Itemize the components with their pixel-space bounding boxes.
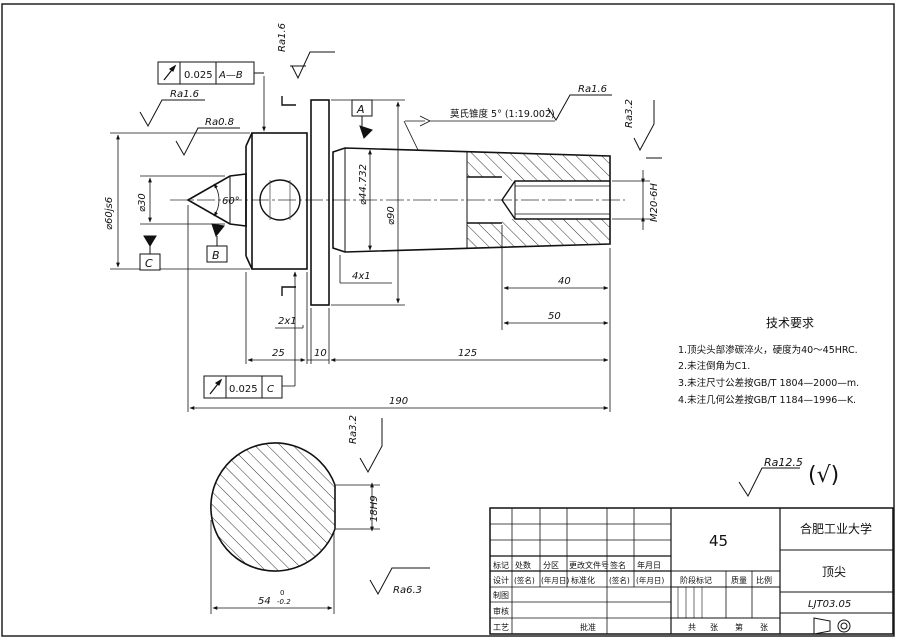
runout-top-value: 0.025 bbox=[184, 70, 213, 81]
datum-b-label: B bbox=[212, 249, 220, 262]
collar bbox=[310, 99, 330, 306]
dim-50: 50 bbox=[548, 311, 561, 322]
ra-left-label: Ra1.6 bbox=[170, 89, 199, 100]
section-hatch-top bbox=[467, 152, 610, 181]
dim-chamfer: 4x1 bbox=[352, 271, 371, 282]
tb-sheet-0: 共 bbox=[688, 623, 696, 632]
tb-row2-3: 标准化 bbox=[571, 575, 595, 585]
title-block bbox=[489, 507, 894, 635]
threaded-hole bbox=[467, 176, 610, 224]
tb-drawing-no: LJT03.05 bbox=[808, 599, 851, 610]
runout-bottom-value: 0.025 bbox=[229, 384, 258, 395]
dim-10: 10 bbox=[314, 348, 327, 359]
note-item-2: 2.未注倒角为C1. bbox=[678, 360, 750, 372]
ra-general-label: Ra12.5 bbox=[764, 456, 803, 469]
cross-hole bbox=[259, 179, 301, 221]
dim-18h9: 18H9 bbox=[369, 495, 380, 522]
taper-note: 莫氏锥度 5° (1:19.002) bbox=[450, 108, 555, 120]
ra-right-label: Ra3.2 bbox=[624, 99, 635, 128]
ra-general-paren: (√) bbox=[808, 463, 839, 488]
dim-54: 54 bbox=[258, 596, 271, 607]
tb-row2-1: (签名) bbox=[514, 575, 535, 585]
section-view bbox=[210, 442, 336, 572]
tb-sheet-1: 张 bbox=[710, 623, 718, 632]
runout-top-datum: A—B bbox=[218, 70, 243, 81]
dim-25: 25 bbox=[272, 348, 285, 359]
note-item-3: 3.未注尺寸公差按GB/T 1804—2000—m. bbox=[678, 377, 859, 389]
tb-school: 合肥工业大学 bbox=[800, 521, 872, 536]
tb-label-0: 标记 bbox=[493, 560, 509, 570]
tb-row2-2: (年月日) bbox=[541, 575, 569, 585]
tb-mass-label: 质量 bbox=[731, 575, 747, 585]
tb-row2-4: (签名) bbox=[609, 575, 630, 585]
dim-190: 190 bbox=[389, 396, 408, 407]
tb-material: 45 bbox=[709, 532, 728, 550]
notes-title: 技术要求 bbox=[766, 316, 814, 330]
tb-sheet-2: 第 bbox=[735, 622, 743, 632]
tb-left-row-2: 工艺 bbox=[493, 623, 509, 632]
dim-54-lower: -0.2 bbox=[277, 598, 291, 606]
dim-m20: M20-6H bbox=[649, 183, 660, 222]
dimension-lines bbox=[110, 76, 650, 412]
dim-54-upper: 0 bbox=[280, 589, 284, 597]
sheet-border bbox=[1, 3, 895, 637]
tb-sheet-3: 张 bbox=[760, 623, 768, 632]
dim-d90: ⌀90 bbox=[386, 206, 397, 225]
tb-label-4: 签名 bbox=[610, 560, 626, 570]
note-item-1: 1.顶尖头部渗碳淬火，硬度为40～45HRC. bbox=[678, 344, 858, 356]
runout-bottom-datum: C bbox=[267, 384, 274, 395]
body-cylinder bbox=[251, 132, 308, 270]
datum-a-label: A bbox=[356, 103, 365, 116]
dim-undercut: 2x1 bbox=[278, 316, 297, 327]
note-item-4: 4.未注几何公差按GB/T 1184—1996—K. bbox=[678, 394, 856, 406]
tb-scale-label: 比例 bbox=[756, 575, 772, 585]
dim-d30: ⌀30 bbox=[137, 193, 148, 212]
part-main-view bbox=[186, 99, 611, 306]
tb-left-row-0: 制图 bbox=[493, 590, 509, 600]
tb-approve: 批准 bbox=[580, 622, 596, 632]
dim-d60: ⌀60js6 bbox=[104, 197, 115, 230]
dim-125: 125 bbox=[458, 348, 477, 359]
ra-section-label: Ra3.2 bbox=[348, 415, 359, 444]
dim-40: 40 bbox=[558, 276, 571, 287]
tb-left-row-1: 审核 bbox=[493, 606, 509, 616]
projection-symbol-icon bbox=[813, 617, 851, 635]
dim-d44: ⌀44.732 bbox=[358, 164, 369, 205]
ra-top-label: Ra1.6 bbox=[277, 23, 288, 52]
tb-label-3: 更改文件号 bbox=[569, 560, 609, 570]
ra-cone-label: Ra0.8 bbox=[205, 117, 234, 128]
tb-label-5: 年月日 bbox=[637, 560, 661, 570]
tb-label-2: 分区 bbox=[543, 561, 559, 570]
datum-c-label: C bbox=[145, 257, 153, 270]
datum-b-box bbox=[206, 245, 228, 263]
tb-row2-5: (年月日) bbox=[636, 575, 664, 585]
tb-label-1: 处数 bbox=[515, 560, 531, 570]
tb-part-name: 顶尖 bbox=[822, 565, 846, 579]
dim-angle: 60° bbox=[222, 196, 240, 207]
section-hatch-bottom bbox=[467, 219, 610, 248]
ra-flat-label: Ra6.3 bbox=[393, 585, 422, 596]
roughness-symbols bbox=[139, 51, 800, 596]
datum-a-box bbox=[351, 99, 373, 117]
datum-c-box bbox=[139, 253, 161, 271]
tb-stage-label: 阶段标记 bbox=[680, 575, 712, 585]
ra-taper-label: Ra1.6 bbox=[578, 84, 607, 95]
tb-row2-0: 设计 bbox=[493, 575, 509, 585]
